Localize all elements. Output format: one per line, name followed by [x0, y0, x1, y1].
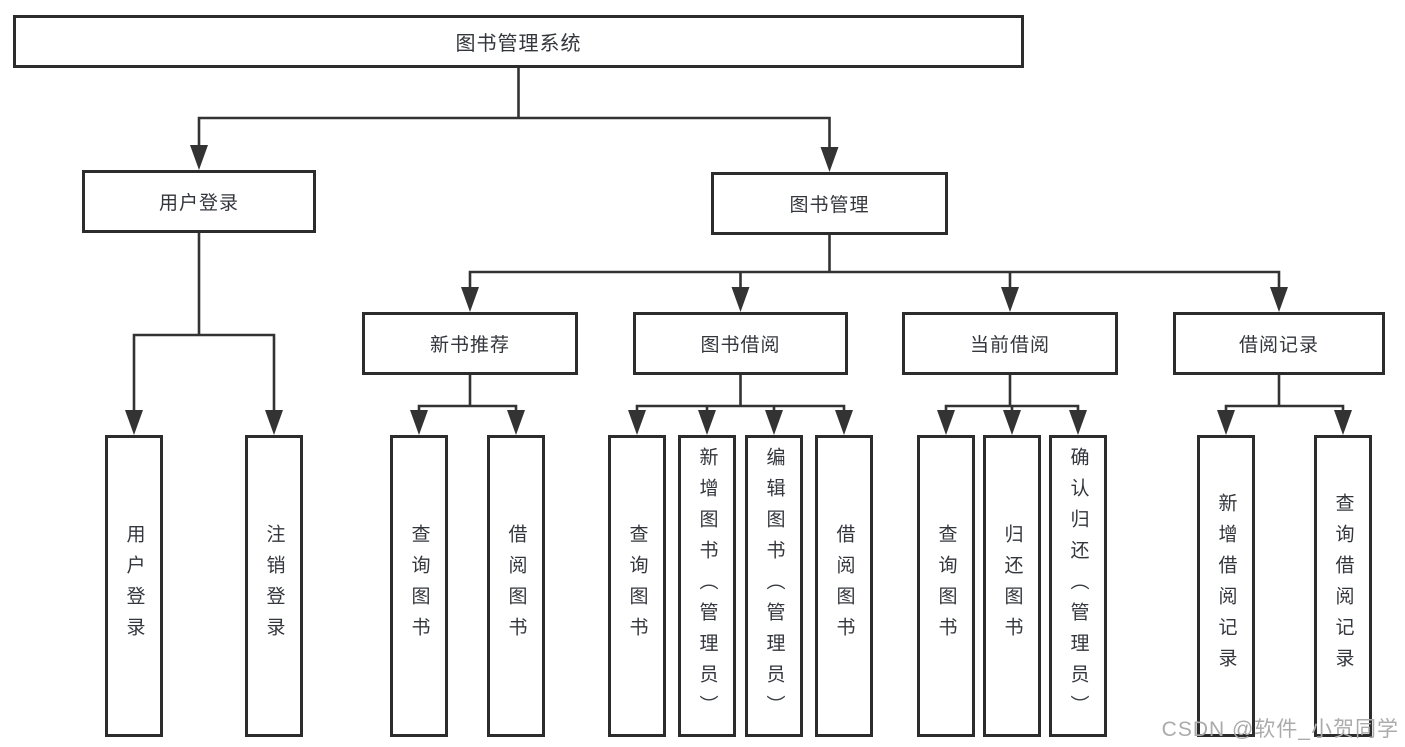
node-current-borrowing: 当前借阅 — [902, 312, 1118, 375]
leaf-edit-books-admin: 编辑图书（管理员） — [745, 435, 803, 737]
leaf-confirm-return-admin-label: 确认归还（管理员） — [1067, 446, 1089, 726]
leaf-borrow-books-1: 借阅图书 — [487, 435, 545, 737]
leaf-query-books-2-label: 查询图书 — [626, 524, 648, 648]
leaf-return-books: 归还图书 — [983, 435, 1041, 737]
leaf-query-borrow-record-label: 查询借阅记录 — [1332, 493, 1354, 679]
leaf-add-borrow-record-label: 新增借阅记录 — [1215, 493, 1237, 679]
leaf-edit-books-admin-label: 编辑图书（管理员） — [763, 446, 785, 726]
leaf-add-borrow-record: 新增借阅记录 — [1197, 435, 1255, 737]
leaf-confirm-return-admin: 确认归还（管理员） — [1049, 435, 1107, 737]
leaf-query-borrow-record: 查询借阅记录 — [1314, 435, 1372, 737]
leaf-add-books-admin: 新增图书（管理员） — [678, 435, 736, 737]
node-user-login: 用户登录 — [82, 170, 316, 233]
leaf-user-login-label: 用户登录 — [123, 524, 145, 648]
leaf-query-books-1: 查询图书 — [390, 435, 448, 737]
leaf-return-books-label: 归还图书 — [1001, 524, 1023, 648]
leaf-user-login: 用户登录 — [105, 435, 163, 737]
node-book-management: 图书管理 — [711, 172, 948, 235]
leaf-logout: 注销登录 — [245, 435, 303, 737]
leaf-query-books-3: 查询图书 — [917, 435, 975, 737]
node-new-book-recommendation: 新书推荐 — [362, 312, 578, 375]
leaf-query-books-3-label: 查询图书 — [935, 524, 957, 648]
node-book-borrowing: 图书借阅 — [633, 312, 848, 375]
leaf-query-books-1-label: 查询图书 — [408, 524, 430, 648]
leaf-borrow-books-2: 借阅图书 — [815, 435, 873, 737]
node-library-system: 图书管理系统 — [13, 15, 1024, 68]
leaf-add-books-admin-label: 新增图书（管理员） — [696, 446, 718, 726]
node-borrowing-records: 借阅记录 — [1173, 312, 1385, 375]
leaf-query-books-2: 查询图书 — [608, 435, 666, 737]
leaf-borrow-books-1-label: 借阅图书 — [505, 524, 527, 648]
leaf-borrow-books-2-label: 借阅图书 — [833, 524, 855, 648]
csdn-watermark: CSDN @软件_小贺同学 — [1161, 718, 1399, 741]
leaf-logout-label: 注销登录 — [263, 524, 285, 648]
